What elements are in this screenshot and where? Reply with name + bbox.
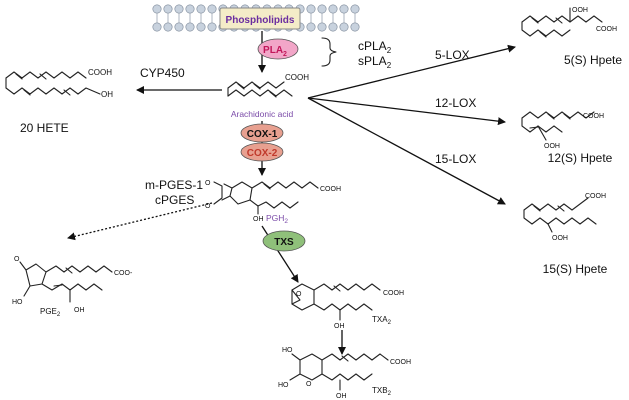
arrow-aa-to-15hpete — [307, 97, 506, 205]
5hpete-cooh: COOH — [596, 26, 617, 33]
lipid-head — [185, 4, 195, 14]
phospholipids-label: Phospholipids — [226, 15, 295, 26]
arrow-aa-to-5hpete — [307, 44, 516, 99]
txs-enzyme: TXS — [262, 230, 306, 252]
lipid-head — [306, 22, 316, 32]
15hpete-ooh: OOH — [552, 235, 568, 242]
pla2-oval — [257, 38, 299, 60]
txb2-ho-bottom: HO — [278, 382, 289, 389]
lipid-head — [196, 22, 206, 32]
12hpete-cooh: COOH — [583, 113, 604, 120]
pla2-brace — [321, 37, 337, 67]
15lox-label: 15-LOX — [435, 152, 476, 166]
12hpete-label: 12(S) Hpete — [548, 151, 613, 165]
phospholipid-membrane: Phospholipids — [152, 4, 360, 32]
pgh2-structure: O O COOH OH — [205, 180, 341, 223]
20hete-cooh: COOH — [88, 68, 112, 77]
arrow-aa-to-12hpete — [307, 97, 506, 126]
txa2-o: O — [296, 291, 302, 298]
lipid-head — [152, 4, 162, 14]
lipid-head — [306, 4, 316, 14]
5hpete-label: 5(S) Hpete — [564, 53, 622, 67]
20hete-label: 20 HETE — [20, 121, 69, 135]
txb2-ho-top: HO — [282, 347, 293, 354]
txb2-cooh: COOH — [390, 359, 411, 366]
pge2-structure: O COO- HO OH — [12, 256, 133, 314]
lipid-head — [317, 4, 327, 14]
15hpete-label: 15(S) Hpete — [543, 262, 608, 276]
pge2-oh: OH — [74, 307, 85, 314]
txa2-structure: O COOH OH — [291, 283, 404, 330]
lipid-head — [152, 22, 162, 32]
pgh2-cooh: COOH — [320, 186, 341, 193]
txa2-label: TXA2 — [372, 315, 392, 326]
lipid-head — [163, 4, 173, 14]
15hpete-structure: OOH COOH — [523, 193, 606, 242]
lipid-head — [174, 22, 184, 32]
txs-label: TXS — [274, 237, 294, 248]
txb2-ring-o: O — [306, 381, 312, 388]
txb2-structure: HO HO O COOH OH — [278, 347, 411, 400]
pge2-o: O — [14, 256, 20, 263]
20hete-structure: COOH OH — [5, 68, 113, 99]
mpges1-label: m-PGES-1 — [145, 178, 203, 192]
arrow-pgh2-to-pge2 — [67, 202, 213, 241]
pla2-label: PLA2 — [263, 45, 287, 58]
5hpete-structure: OOH COOH — [521, 7, 617, 38]
12hpete-ooh: OOH — [544, 143, 560, 150]
lipid-head — [339, 4, 349, 14]
pge2-label: PGE2 — [40, 307, 61, 318]
lipid-head — [339, 22, 349, 32]
phospholipids-box — [219, 7, 301, 30]
5hpete-ooh: OOH — [572, 7, 588, 14]
lipid-head — [174, 4, 184, 14]
lipid-head — [207, 4, 217, 14]
15hpete-cooh: COOH — [585, 193, 606, 200]
pgh2-o1: O — [205, 180, 211, 187]
lipid-head — [350, 4, 360, 14]
aa-cooh: COOH — [285, 73, 309, 82]
cpla2-label: cPLA2 — [358, 39, 392, 55]
lipid-head — [163, 22, 173, 32]
lipid-head — [185, 22, 195, 32]
pgh2-oh: OH — [253, 216, 264, 223]
pgh2-label: PGH2 — [266, 213, 288, 225]
lipid-head — [328, 4, 338, 14]
cox2-label: COX-2 — [247, 148, 278, 159]
cox2-enzyme: COX-2 — [240, 142, 284, 162]
20hete-oh: OH — [101, 90, 113, 99]
lipid-head — [328, 22, 338, 32]
spla2-label: sPLA2 — [358, 54, 392, 70]
arachidonic-acid-label: Arachidonic acid — [231, 109, 294, 119]
pgh2-o2: O — [205, 203, 211, 210]
pge2-ho: HO — [12, 299, 23, 306]
cyp450-label: CYP450 — [140, 66, 185, 80]
pla2-enzyme: PLA2 — [257, 38, 299, 60]
lipid-head — [207, 22, 217, 32]
txb2-oh: OH — [336, 393, 347, 400]
lipid-head — [317, 22, 327, 32]
cpges-label: cPGES — [155, 193, 194, 207]
cox1-label: COX-1 — [247, 129, 278, 140]
5lox-label: 5-LOX — [435, 48, 470, 62]
12lox-label: 12-LOX — [435, 96, 476, 110]
lipid-head — [196, 4, 206, 14]
txa2-cooh: COOH — [383, 290, 404, 297]
pge2-coo: COO- — [114, 270, 133, 277]
txb2-label: TXB2 — [372, 386, 392, 397]
lipid-head — [350, 22, 360, 32]
12hpete-structure: OOH COOH — [521, 111, 604, 150]
txa2-oh: OH — [334, 323, 345, 330]
cox1-enzyme: COX-1 — [240, 123, 284, 143]
arachidonic-acid-structure: COOH — [227, 73, 309, 98]
